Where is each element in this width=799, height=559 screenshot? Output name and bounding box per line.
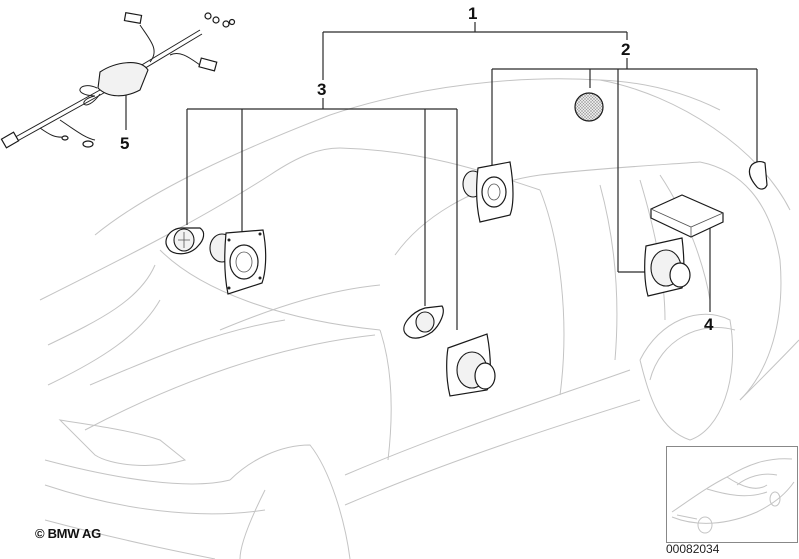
rear-deck-speaker[interactable]	[462, 161, 514, 223]
rear-door-speaker[interactable]	[644, 237, 691, 297]
vehicle-thumbnail-drawing	[671, 458, 795, 534]
copyright-notice: © BMW AG	[35, 526, 101, 541]
rear-pillar-tweeter[interactable]	[748, 161, 768, 190]
callout-3[interactable]: 3	[317, 80, 326, 99]
callout-5[interactable]: 5	[120, 134, 129, 153]
rear-grille[interactable]	[574, 92, 604, 122]
amplifier-part[interactable]	[650, 194, 724, 238]
front-midrange-dash[interactable]	[209, 229, 267, 295]
wiring-harness-part[interactable]	[0, 11, 236, 149]
callout-4[interactable]: 4	[704, 315, 714, 334]
door-tweeter[interactable]	[403, 305, 444, 339]
callout-2[interactable]: 2	[621, 40, 630, 59]
front-door-speaker[interactable]	[446, 333, 496, 397]
front-tweeter-dash[interactable]	[165, 227, 205, 255]
reference-number: 00082034	[666, 542, 720, 556]
callout-1[interactable]: 1	[468, 4, 477, 23]
vehicle-thumbnail	[666, 446, 798, 543]
